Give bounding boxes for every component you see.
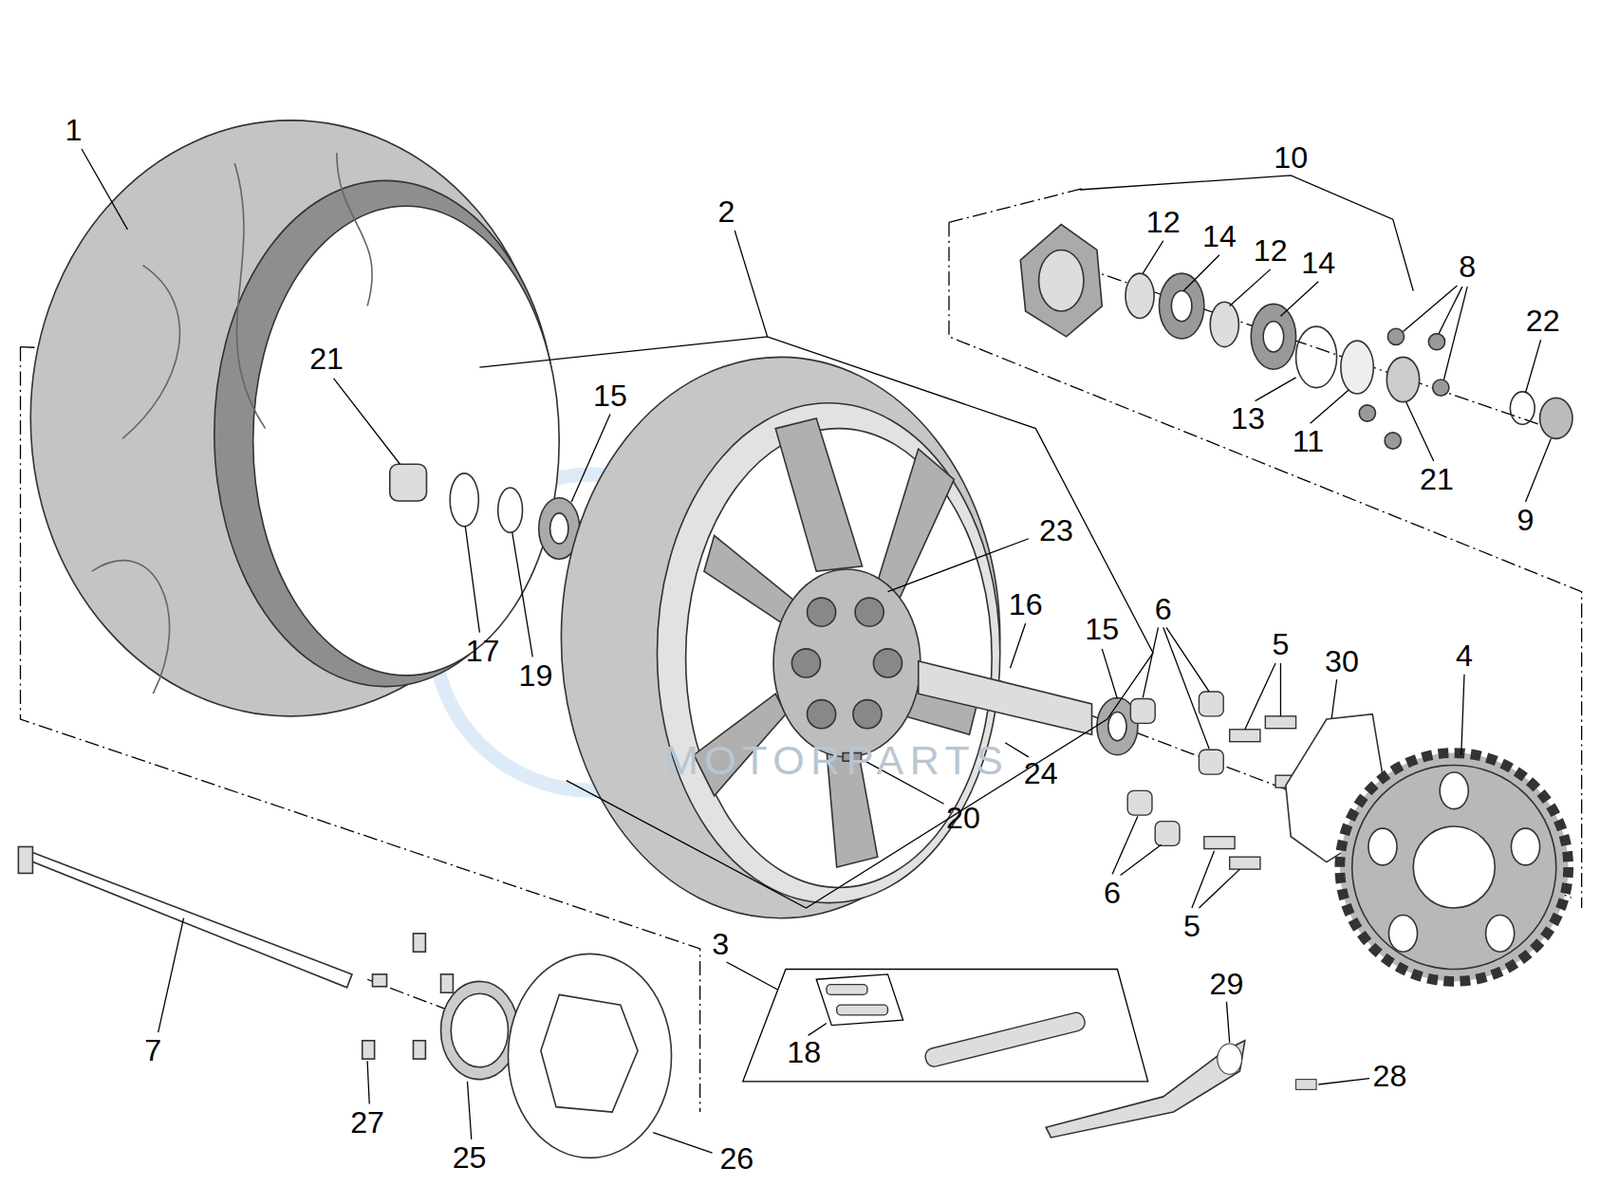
callout-number: 10 <box>1273 143 1308 174</box>
callout-number: 11 <box>1292 426 1325 457</box>
callout-number: 24 <box>1023 758 1059 789</box>
callout-number: 18 <box>786 1038 821 1069</box>
callout-number: 21 <box>309 343 344 374</box>
callout-number: 1 <box>64 115 82 147</box>
callout-number: 6 <box>1103 877 1121 909</box>
callout-number: 4 <box>1455 640 1473 671</box>
callout-number: 13 <box>1230 403 1266 434</box>
callout-number: 29 <box>1209 968 1245 1000</box>
callout-number: 22 <box>1525 306 1561 337</box>
callout-number: 15 <box>593 380 628 411</box>
rim <box>560 356 1138 918</box>
callout-number: 5 <box>1271 629 1289 660</box>
callout-number: 26 <box>719 1143 754 1174</box>
callout-number: 12 <box>1253 235 1288 266</box>
callout-number: 5 <box>1183 911 1201 942</box>
callout-number: 21 <box>1419 464 1454 495</box>
callout-number: 12 <box>1146 206 1181 238</box>
callout-number: 20 <box>946 802 981 834</box>
watermark: MOTORPARTS <box>664 740 1009 782</box>
callout-number: 6 <box>1154 594 1173 625</box>
callout-number: 15 <box>1084 613 1119 645</box>
callout-number: 9 <box>1517 504 1535 536</box>
callout-number: 14 <box>1301 247 1336 279</box>
callout-number: 19 <box>519 660 554 691</box>
callout-number: 8 <box>1458 252 1476 283</box>
sprocket <box>1339 753 1569 983</box>
callout-number: 3 <box>711 930 729 961</box>
tire <box>30 120 559 717</box>
callout-number: 17 <box>465 635 501 667</box>
callout-number: 2 <box>718 197 736 228</box>
callout-number: 7 <box>144 1035 162 1066</box>
callout-number: 23 <box>1039 515 1074 546</box>
callout-number: 14 <box>1202 221 1237 252</box>
callout-number: 16 <box>1008 590 1043 621</box>
callout-number: 30 <box>1324 646 1359 677</box>
callout-number: 25 <box>452 1142 487 1173</box>
callout-number: 28 <box>1373 1060 1408 1092</box>
callout-number: 27 <box>350 1107 385 1138</box>
